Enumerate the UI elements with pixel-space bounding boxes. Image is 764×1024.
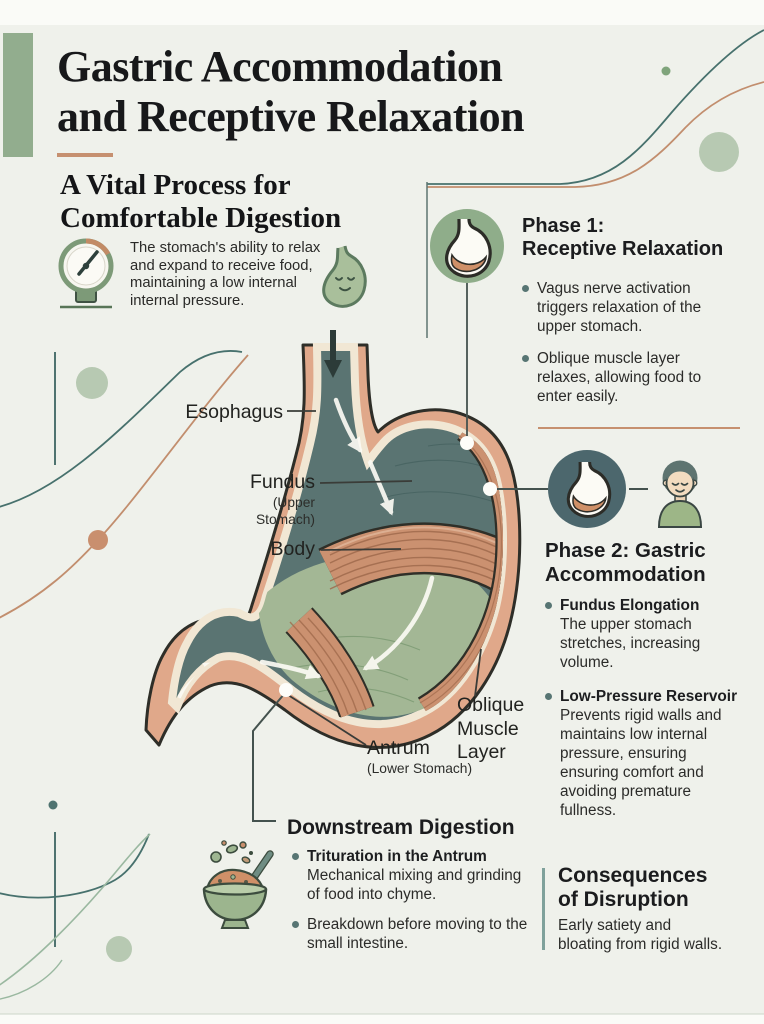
consequences-text-line1: Early satiety and <box>558 917 672 934</box>
consequences-heading: Consequences of Disruption <box>558 864 707 912</box>
food-bowl-icon <box>202 840 274 929</box>
label-fundus-main: Fundus <box>249 471 315 493</box>
consequences-heading-line2: of Disruption <box>558 888 689 911</box>
callout-line-fundus <box>319 480 413 484</box>
stomach-phase1-icon <box>430 209 504 283</box>
marker-dot-antrum <box>279 683 293 697</box>
label-body: Body <box>270 538 315 560</box>
phase2-bullets: Fundus Elongation The upper stomach stre… <box>545 596 745 835</box>
phase2-heading-line1: Phase 2: Gastric <box>545 539 706 562</box>
phase1-bullet-1: Vagus nerve activation triggers relaxati… <box>522 279 718 336</box>
callout-line-oblique <box>474 648 482 697</box>
label-esophagus: Esophagus <box>185 401 283 423</box>
label-oblique-muscle: Oblique Muscle Layer <box>457 694 525 763</box>
phase2-bullet-1: Fundus Elongation The upper stomach stre… <box>545 596 745 672</box>
phase2-bullet-1-title: Fundus Elongation <box>560 597 700 614</box>
phase2-bullet-1-body: The upper stomach stretches, increasing … <box>560 616 701 671</box>
subtitle-line1: A Vital Process for <box>60 169 291 201</box>
bullet-dot-icon <box>522 355 529 362</box>
page-title: Gastric Accommodation and Receptive Rela… <box>57 42 525 142</box>
phase1-heading-line1: Phase 1: <box>522 215 605 237</box>
callout-line-body <box>320 548 402 551</box>
subtitle-line2: Comfortable Digestion <box>60 202 342 234</box>
bullet-dot-icon <box>292 921 299 928</box>
downstream-bullet-1-title: Trituration in the Antrum <box>307 848 487 865</box>
stomach-diagram <box>144 330 522 749</box>
decor-bottom-left-curves <box>0 800 151 1000</box>
phase1-bullet-2-text: Oblique muscle layer relaxes, allowing f… <box>537 350 702 405</box>
top-strip <box>0 0 764 25</box>
phase1-heading-line2: Receptive Relaxation <box>522 238 724 260</box>
phase2-heading: Phase 2: Gastric Accommodation <box>545 539 706 586</box>
label-fundus: Fundus (Upper Stomach) <box>198 471 315 528</box>
stomach-phase2-icon <box>548 450 626 528</box>
marker-dot-fundus-side <box>483 482 497 496</box>
consequences-heading-line1: Consequences <box>558 864 708 887</box>
consequences-accent-bar <box>542 868 545 950</box>
bottom-strip <box>0 1014 764 1024</box>
consequences-text: Early satiety and bloating from rigid wa… <box>558 916 722 954</box>
phase2-bullet-2-title: Low-Pressure Reservoir <box>560 688 738 705</box>
phase1-bullet-1-text: Vagus nerve activation triggers relaxati… <box>537 280 702 335</box>
subtitle: A Vital Process for Comfortable Digestio… <box>60 169 341 235</box>
decor-mid-left-curves <box>0 350 249 619</box>
phase2-bullet-2-body: Prevents rigid walls and maintains low i… <box>560 707 722 819</box>
bullet-dot-icon <box>522 285 529 292</box>
callout-line-antrum <box>284 692 367 746</box>
label-fundus-sub: (Upper Stomach) <box>255 495 315 527</box>
downstream-heading: Downstream Digestion <box>287 816 515 839</box>
bullet-dot-icon <box>545 602 552 609</box>
person-avatar-icon <box>657 460 703 528</box>
oblique-band-lower <box>285 607 375 719</box>
downstream-bullets: Trituration in the Antrum Mechanical mix… <box>292 847 532 964</box>
phase2-bullet-2: Low-Pressure Reservoir Prevents rigid wa… <box>545 687 745 820</box>
happy-stomach-icon <box>322 245 367 308</box>
label-antrum-main: Antrum <box>367 737 430 759</box>
phase1-bullets: Vagus nerve activation triggers relaxati… <box>522 279 718 419</box>
downstream-bullet-2-text: Breakdown before moving to the small int… <box>307 916 528 952</box>
label-antrum-sub: (Lower Stomach) <box>367 761 473 776</box>
downstream-bullet-2: Breakdown before moving to the small int… <box>292 915 532 953</box>
phase1-heading: Phase 1: Receptive Relaxation <box>522 215 723 261</box>
decor-top-right-curves <box>427 29 764 188</box>
bullet-dot-icon <box>292 853 299 860</box>
phase2-divider-line <box>538 427 740 429</box>
phase1-bullet-2: Oblique muscle layer relaxes, allowing f… <box>522 349 718 406</box>
downstream-bullet-1-body: Mechanical mixing and grinding of food i… <box>307 867 522 903</box>
label-antrum: Antrum (Lower Stomach) <box>367 737 472 778</box>
downstream-connector-line <box>252 692 286 822</box>
page-title-line2: and Receptive Relaxation <box>57 92 525 141</box>
marker-dot-fundus-top <box>460 436 474 450</box>
intro-text: The stomach's ability to relax and expan… <box>130 240 321 309</box>
title-underline <box>57 153 113 157</box>
downstream-bullet-1: Trituration in the Antrum Mechanical mix… <box>292 847 532 904</box>
bullet-dot-icon <box>545 693 552 700</box>
phase2-heading-line2: Accommodation <box>545 562 706 586</box>
left-accent-bar <box>3 33 33 157</box>
pressure-gauge-icon <box>58 238 114 309</box>
consequences-text-line2: bloating from rigid walls. <box>558 936 723 953</box>
callout-lines <box>252 283 648 822</box>
page-title-line1: Gastric Accommodation <box>57 42 503 91</box>
